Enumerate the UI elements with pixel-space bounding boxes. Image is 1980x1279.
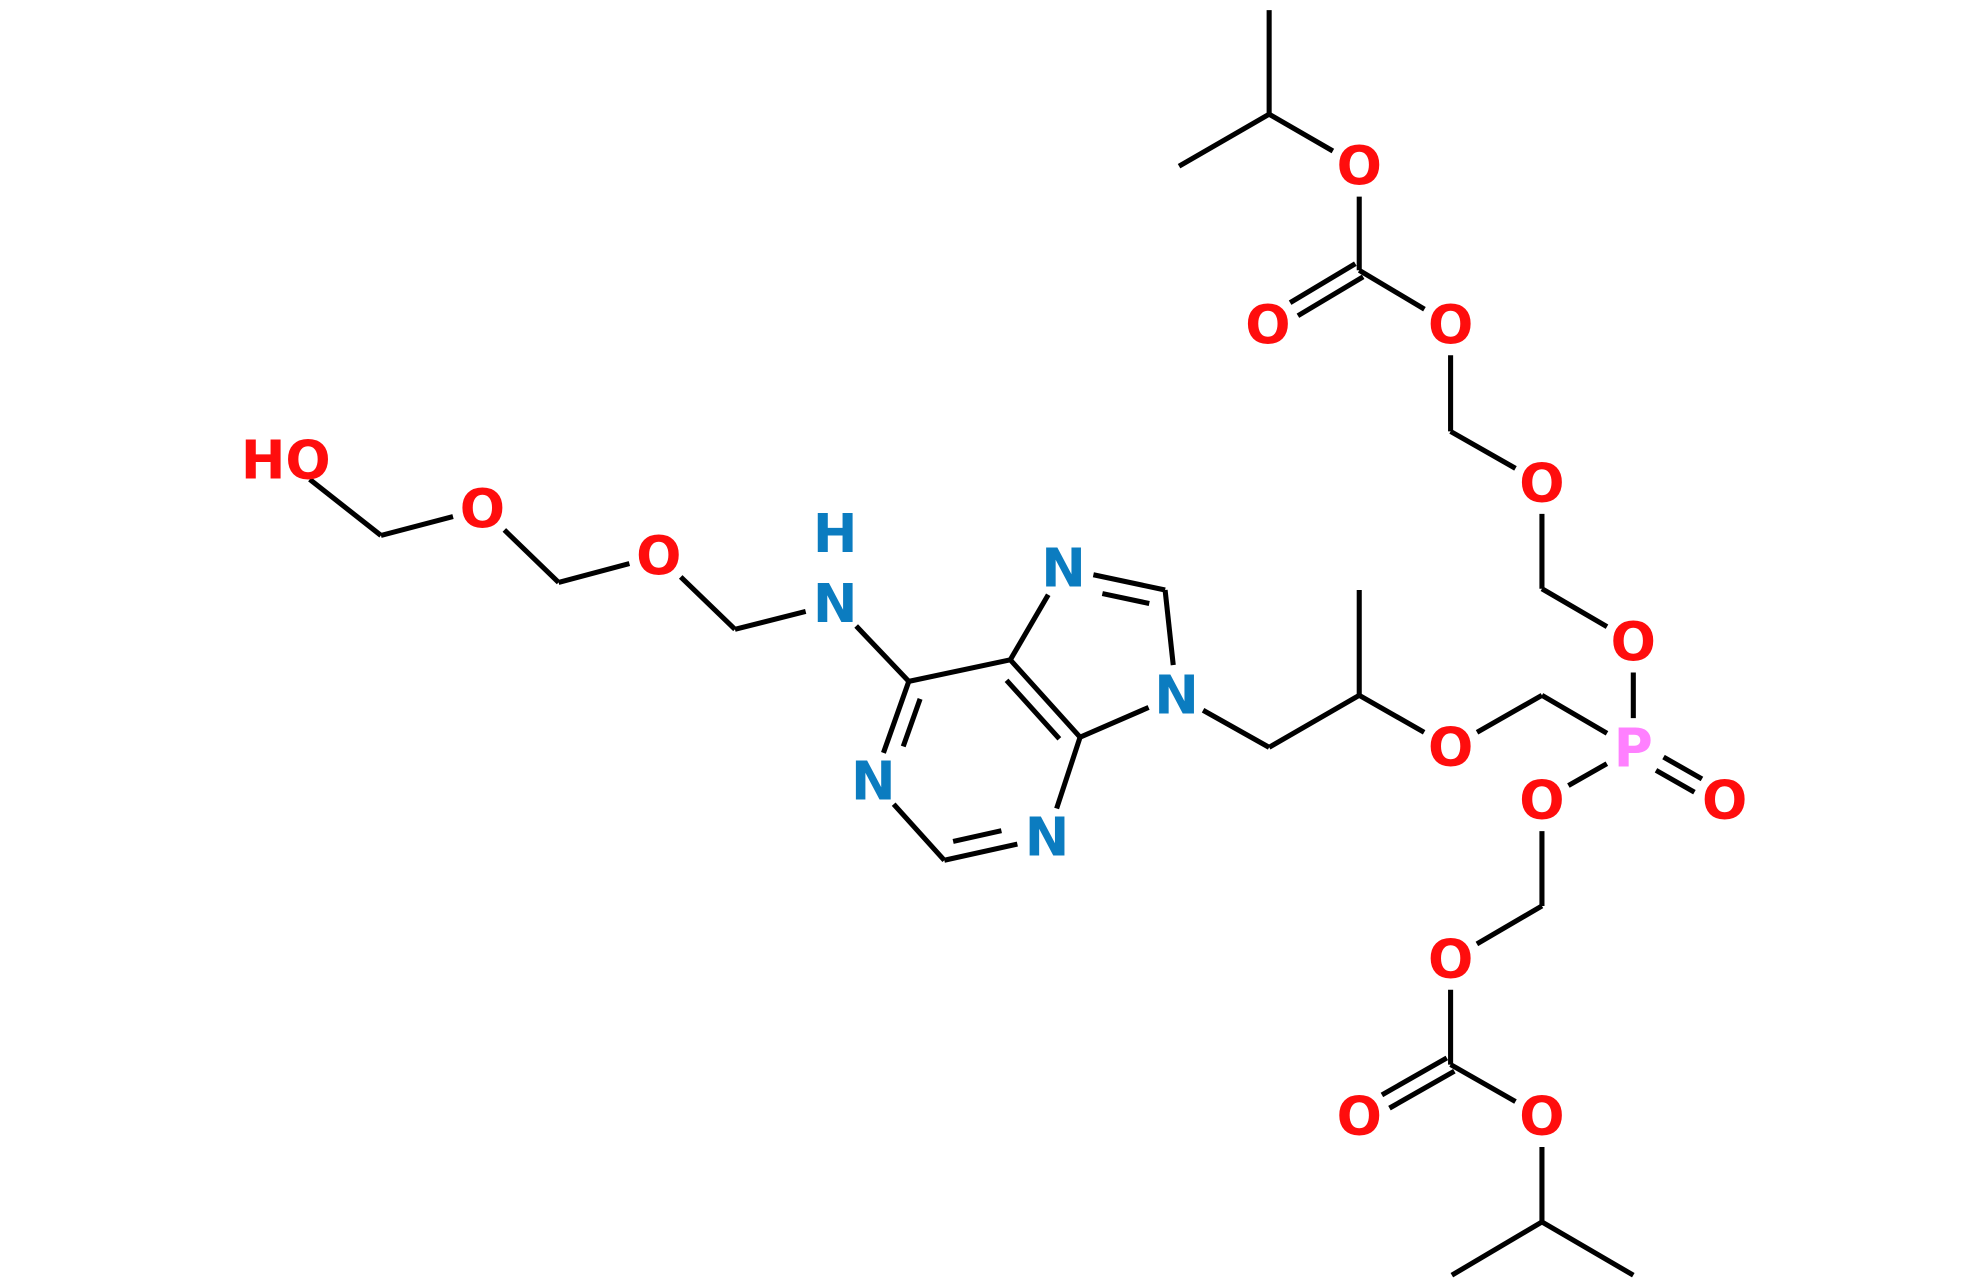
bond — [380, 514, 454, 538]
bond — [1177, 111, 1271, 169]
bond — [1475, 903, 1544, 947]
bond — [502, 528, 561, 585]
bond — [308, 477, 383, 538]
atom-label-o-phos-double: O — [1702, 770, 1747, 832]
atom-label-hydroxyl: HO — [241, 430, 331, 492]
bond — [1004, 678, 1062, 741]
bond — [1475, 693, 1544, 735]
bond — [1450, 1219, 1544, 1278]
bond — [1288, 261, 1357, 305]
bond — [1296, 274, 1365, 318]
bond — [1008, 658, 1082, 739]
bond — [1267, 111, 1335, 154]
bond — [1654, 768, 1696, 795]
bonds — [308, 10, 1704, 1278]
bond — [1540, 1219, 1635, 1278]
bond — [678, 575, 737, 632]
bond — [908, 657, 1011, 684]
bond — [1008, 593, 1051, 662]
bond — [854, 624, 911, 684]
bond — [1092, 572, 1166, 593]
atom-label-n6: N — [813, 573, 858, 635]
atom-label-n6-h: H — [813, 503, 858, 565]
bond — [881, 680, 912, 754]
bond — [952, 828, 1002, 844]
atom-label-o-chain-2: O — [460, 478, 505, 540]
bond — [1054, 736, 1083, 810]
atom-label-o-carbonyl-bottom: O — [1337, 1086, 1382, 1148]
bond — [943, 841, 1018, 863]
bond — [734, 608, 807, 632]
atom-label-o-ester-top: O — [1337, 135, 1382, 197]
bond — [1449, 429, 1517, 471]
atom-label-o-phos-top: O — [1611, 611, 1656, 673]
bond — [1201, 708, 1271, 750]
atom-label-n7: N — [1041, 537, 1086, 599]
atom-label-o-phos-bottom: O — [1519, 770, 1564, 832]
atom-label-o-side-ether: O — [1428, 716, 1473, 778]
bond — [1079, 705, 1150, 740]
bond — [1388, 1068, 1456, 1111]
bond — [1540, 586, 1609, 629]
bond — [1449, 1062, 1517, 1104]
atom-label-o-ester-bottom: O — [1519, 1086, 1564, 1148]
bond — [1380, 1055, 1449, 1098]
bond — [1567, 761, 1609, 788]
bond — [1267, 693, 1361, 750]
atom-label-o-ether-bottom: O — [1428, 928, 1473, 990]
atom-label-n9: N — [1154, 664, 1199, 726]
atom-label-n3: N — [1025, 806, 1070, 868]
bond — [900, 697, 923, 748]
bond — [1357, 268, 1426, 312]
bond — [1357, 693, 1426, 735]
bond — [557, 561, 631, 585]
atom-label-phosphorus: P — [1614, 718, 1653, 780]
atom-label-o-link-top: O — [1428, 294, 1473, 356]
atom-label-o-chain-1: O — [636, 525, 681, 587]
bond — [1662, 754, 1704, 782]
bond — [891, 802, 947, 862]
bond — [1101, 591, 1150, 606]
bond — [1540, 693, 1609, 736]
bond — [1162, 589, 1176, 666]
atom-label-o-ether-top: O — [1519, 452, 1564, 514]
atom-label-o-carbonyl-top: O — [1245, 294, 1290, 356]
atom-label-n1: N — [851, 751, 896, 813]
